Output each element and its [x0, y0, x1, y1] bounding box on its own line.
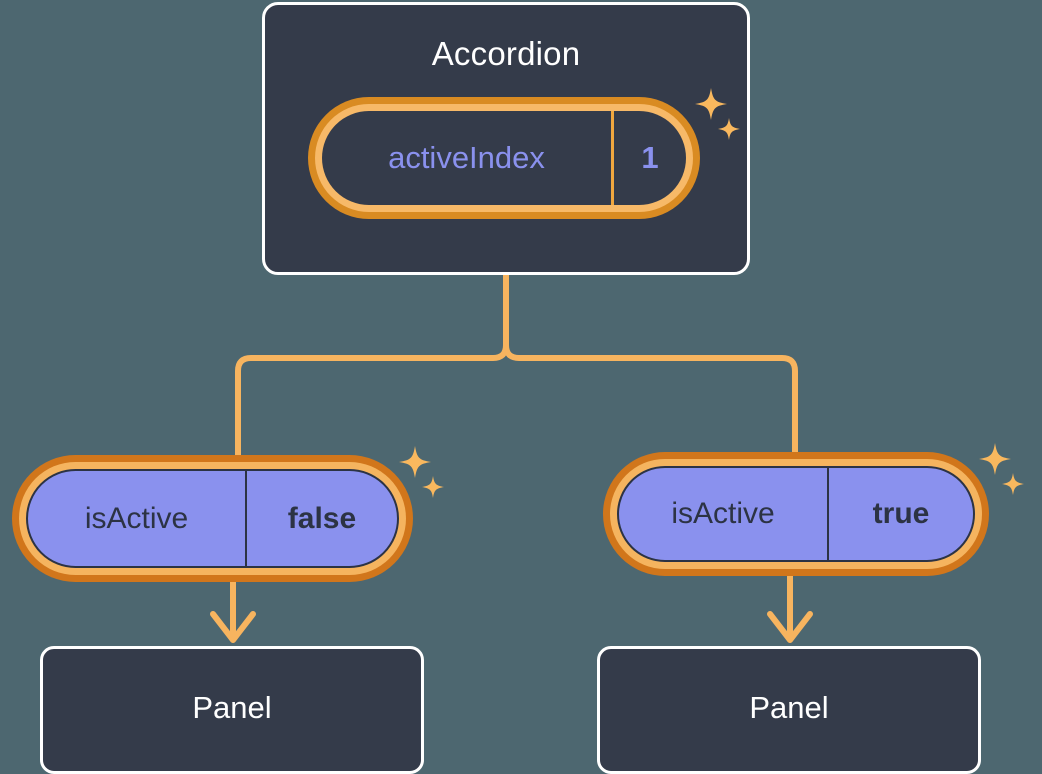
- panel-right-title: Panel: [749, 690, 829, 725]
- chip-key-label: isActive: [28, 471, 247, 566]
- prop-chip-isactive-true[interactable]: isActive true: [603, 452, 989, 576]
- chip-inner-ring: isActive true: [610, 459, 982, 569]
- chip-body: isActive true: [617, 466, 975, 562]
- state-chip-activeindex[interactable]: activeIndex 1: [308, 97, 700, 219]
- chip-value-label: 1: [641, 140, 659, 175]
- arrowhead-left: [210, 611, 256, 643]
- accordion-title: Accordion: [431, 35, 581, 72]
- edge-accordion-to-right-pill: [503, 272, 798, 455]
- sparkle-icon-right: [978, 437, 1038, 507]
- node-panel-right[interactable]: Panel: [597, 646, 981, 774]
- chip-body: activeIndex 1: [322, 111, 686, 205]
- sparkle-icon: [979, 443, 1024, 495]
- chip-key-label: isActive: [619, 468, 829, 560]
- node-panel-left[interactable]: Panel: [40, 646, 424, 774]
- chip-key-label: activeIndex: [322, 111, 614, 205]
- chip-body: isActive false: [26, 469, 399, 568]
- chip-inner-ring: activeIndex 1: [315, 104, 693, 212]
- chip-inner-ring: isActive false: [19, 462, 406, 575]
- edge-accordion-to-left-pill: [235, 272, 509, 458]
- panel-left-title: Panel: [192, 690, 272, 725]
- chip-value-label: true: [872, 497, 930, 530]
- chip-value-label: false: [287, 501, 357, 535]
- arrowhead-right: [767, 611, 813, 643]
- prop-chip-isactive-false[interactable]: isActive false: [12, 455, 413, 582]
